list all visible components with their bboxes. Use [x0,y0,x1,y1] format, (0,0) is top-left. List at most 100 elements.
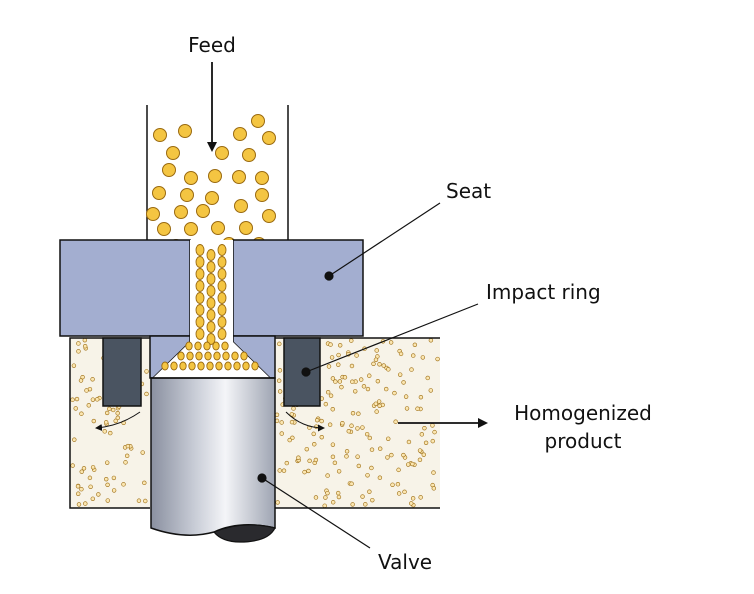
seat-label: Seat [446,179,491,203]
emulsion-droplet [370,497,375,503]
throat-droplet [242,361,250,371]
emulsion-droplet [330,454,336,460]
throat-droplet [233,361,241,371]
emulsion-droplet [323,401,329,407]
emulsion-droplet [104,410,110,416]
emulsion-droplet [325,490,330,496]
emulsion-droplet [284,460,290,466]
emulsion-droplet [346,429,351,434]
emulsion-droplet [330,407,335,412]
throat-droplet [217,316,227,328]
feed-droplet [255,171,269,185]
feed-droplet [178,124,192,138]
emulsion-droplet [124,453,130,459]
emulsion-droplet [86,403,91,408]
emulsion-droplet [431,470,436,475]
emulsion-droplet [82,338,88,343]
product-label-line2: product [545,429,622,453]
throat-droplet [240,351,248,361]
emulsion-droplet [277,341,282,347]
emulsion-droplet [381,363,386,368]
flow-arrows [95,62,488,432]
emulsion-droplet [70,463,75,468]
emulsion-droplet [349,338,354,343]
emulsion-droplet [377,446,383,451]
throat-droplet [212,341,220,351]
emulsion-droplet [103,420,109,425]
emulsion-droplet [397,372,403,377]
emulsion-droplet [360,425,365,430]
throat-droplet [206,273,216,285]
throat-droplet [206,333,216,345]
emulsion-droplet [364,431,370,437]
emulsion-droplet [123,460,128,465]
emulsion-droplet [373,357,379,362]
throat-droplet [203,341,211,351]
feed-droplet [196,204,210,218]
throat-droplet [224,361,232,371]
feed-droplet [180,188,194,202]
throat-droplet [217,304,227,316]
emulsion-droplet [76,349,81,354]
throat-droplet [206,249,216,261]
emulsion-droplet [365,473,370,478]
right-deflection-arrow [285,411,325,432]
throat-droplet [188,361,196,371]
feed-droplet [215,146,229,160]
emulsion-droplet [325,390,331,395]
emulsion-droplet [349,363,355,369]
feed-droplet [255,188,269,202]
feed-droplet [239,221,253,235]
emulsion-droplet [327,422,333,427]
emulsion-droplet [90,465,96,470]
emulsion-droplet [336,490,341,496]
emulsion-droplet [376,399,382,404]
emulsion-droplet [406,439,412,445]
emulsion-droplet [423,440,429,445]
throat-droplet [179,361,187,371]
emulsion-droplet [144,391,149,397]
emulsion-droplet [337,379,343,384]
emulsion-droplet [344,449,350,454]
emulsion-droplet [90,397,96,402]
feed-droplet [262,209,276,223]
emulsion-droplet [113,418,118,424]
emulsion-droplet [71,363,77,368]
feed-droplet [184,222,198,236]
emulsion-droplet [374,409,379,414]
throat-droplet [206,297,216,309]
emulsion-droplet [95,397,100,402]
feed-label: Feed [188,33,236,57]
emulsion-droplet [356,411,361,416]
emulsion-droplet [336,494,342,500]
emulsion-droplet [336,362,341,367]
feed-droplet [184,171,198,185]
feed-droplet [251,114,265,128]
throat-droplet [195,268,205,280]
emulsion-droplet [367,435,373,441]
throat-droplet [206,309,216,321]
emulsion-droplet [420,355,426,360]
throat-droplet [194,341,202,351]
emulsion-droplet [350,379,355,384]
emulsion-droplet [330,442,336,447]
throat-droplet [221,341,229,351]
emulsion-droplet [90,496,96,501]
emulsion-droplet [302,469,307,475]
emulsion-droplet [105,498,110,503]
emulsion-droplet [281,468,287,473]
emulsion-droplet [107,406,112,412]
throat-droplet [206,361,214,371]
emulsion-droplet [277,368,283,373]
emulsion-droplet [401,380,406,385]
emulsion-droplet [82,344,88,349]
emulsion-droplet [275,500,280,505]
emulsion-droplet [367,489,372,494]
valve-label: Valve [378,550,432,574]
throat-droplet [206,285,216,297]
emulsion-droplet [330,376,336,381]
emulsion-droplet [401,452,406,458]
feed-droplet [234,199,248,213]
impact-ring-label: Impact ring [486,280,601,304]
throat-droplet [197,361,205,371]
